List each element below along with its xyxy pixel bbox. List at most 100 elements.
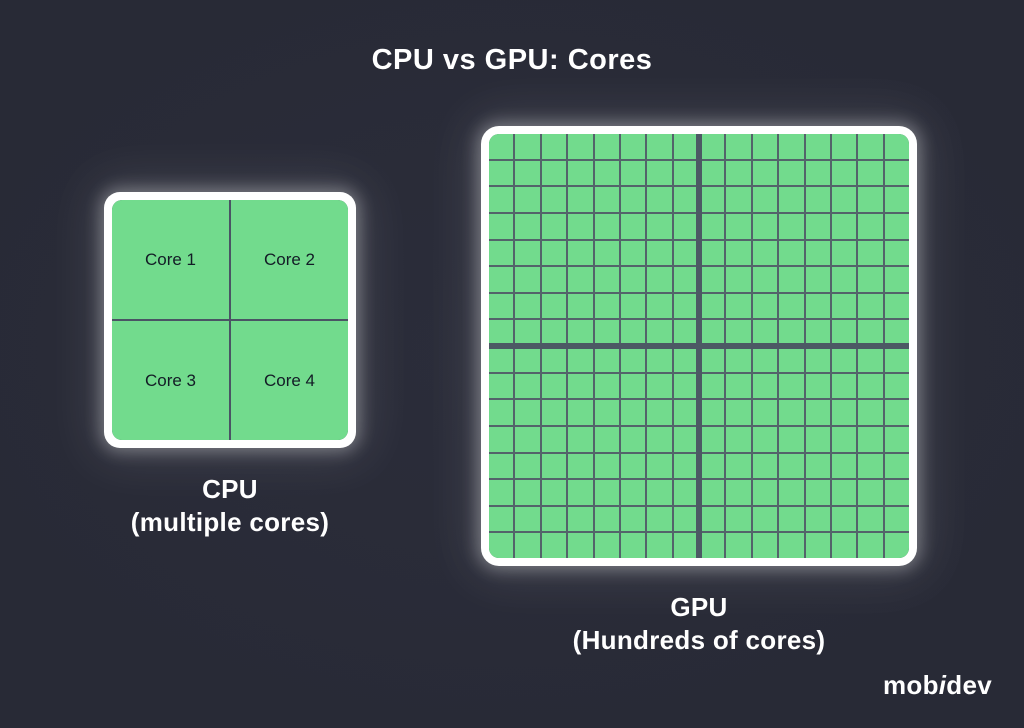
- gpu-core-cell: [568, 187, 593, 212]
- cpu-caption: CPU (multiple cores): [60, 473, 400, 539]
- gpu-core-cell: [726, 160, 751, 186]
- gpu-core-cell: [779, 426, 804, 452]
- gpu-core-cell: [489, 480, 514, 505]
- gpu-core-cell: [673, 453, 698, 479]
- gpu-core-cell: [647, 160, 672, 186]
- gpu-core-cell: [515, 373, 540, 399]
- gpu-core-cell: [568, 320, 593, 345]
- gpu-core-cell: [858, 160, 883, 186]
- gpu-core-cell: [568, 533, 593, 558]
- gpu-core-cell: [884, 347, 909, 372]
- gpu-core-cell: [489, 533, 514, 558]
- gpu-core-cell: [884, 426, 909, 452]
- gpu-core-cell: [858, 134, 883, 159]
- gpu-core-cell: [805, 533, 830, 558]
- gpu-core-cell: [541, 400, 567, 425]
- gpu-core-cell: [620, 347, 646, 372]
- gpu-core-cell: [647, 453, 672, 479]
- gpu-core-cell: [620, 320, 646, 345]
- gpu-core-cell: [858, 426, 883, 452]
- gpu-core-cell: [568, 480, 593, 505]
- gpu-core-cell: [779, 213, 804, 239]
- gpu-core-cell: [752, 240, 778, 266]
- gpu-core-cell: [700, 320, 725, 345]
- logo-prefix: mob: [882, 670, 939, 700]
- gpu-core-cell: [858, 320, 883, 345]
- gpu-core-cell: [805, 160, 830, 186]
- gpu-core-cell: [568, 160, 593, 186]
- gpu-core-cell: [831, 426, 857, 452]
- gpu-core-cell: [779, 187, 804, 212]
- gpu-core-cell: [489, 267, 514, 292]
- gpu-core-cell: [752, 373, 778, 399]
- gpu-core-cell: [831, 453, 857, 479]
- gpu-core-cell: [594, 426, 619, 452]
- gpu-core-cell: [541, 373, 567, 399]
- gpu-core-cell: [779, 506, 804, 532]
- gpu-core-cell: [489, 134, 514, 159]
- gpu-core-cell: [515, 213, 540, 239]
- gpu-core-cell: [779, 267, 804, 292]
- gpu-core-cell: [752, 533, 778, 558]
- gpu-core-cell: [515, 506, 540, 532]
- gpu-core-cell: [541, 506, 567, 532]
- gpu-core-cell: [620, 213, 646, 239]
- gpu-core-cell: [779, 400, 804, 425]
- gpu-core-cell: [805, 240, 830, 266]
- gpu-core-cell: [568, 134, 593, 159]
- gpu-core-cell: [726, 426, 751, 452]
- mobidev-logo: mobidev: [883, 670, 992, 701]
- gpu-core-cell: [726, 400, 751, 425]
- gpu-core-cell: [568, 400, 593, 425]
- gpu-core-cell: [594, 187, 619, 212]
- gpu-core-cell: [620, 533, 646, 558]
- gpu-core-cell: [541, 267, 567, 292]
- gpu-core-cell: [673, 400, 698, 425]
- gpu-core-cell: [647, 267, 672, 292]
- gpu-core-cell: [831, 400, 857, 425]
- gpu-core-cell: [620, 506, 646, 532]
- gpu-core-cell: [515, 240, 540, 266]
- gpu-core-cell: [594, 506, 619, 532]
- logo-suffix: dev: [946, 670, 992, 700]
- gpu-core-cell: [752, 160, 778, 186]
- gpu-core-cell: [489, 213, 514, 239]
- gpu-core-cell: [489, 453, 514, 479]
- gpu-core-cell: [779, 373, 804, 399]
- gpu-core-cell: [884, 213, 909, 239]
- gpu-core-cell: [489, 400, 514, 425]
- gpu-core-cell: [568, 453, 593, 479]
- gpu-core-cell: [673, 533, 698, 558]
- gpu-core-cell: [700, 347, 725, 372]
- gpu-core-cell: [726, 480, 751, 505]
- gpu-core-cell: [489, 320, 514, 345]
- gpu-core-cell: [805, 480, 830, 505]
- cpu-core-cell: Core 2: [231, 200, 348, 319]
- cpu-caption-label: CPU: [202, 474, 258, 504]
- gpu-core-cell: [700, 373, 725, 399]
- gpu-core-cell: [726, 187, 751, 212]
- gpu-core-cell: [779, 320, 804, 345]
- gpu-core-cell: [805, 213, 830, 239]
- gpu-chip: [481, 126, 917, 566]
- gpu-core-cell: [831, 293, 857, 319]
- gpu-core-cell: [831, 267, 857, 292]
- gpu-core-cell: [858, 213, 883, 239]
- gpu-core-cell: [858, 347, 883, 372]
- gpu-core-cell: [673, 373, 698, 399]
- gpu-core-cell: [726, 293, 751, 319]
- gpu-core-cell: [620, 134, 646, 159]
- gpu-core-cell: [726, 240, 751, 266]
- gpu-core-cell: [805, 293, 830, 319]
- gpu-core-cell: [884, 160, 909, 186]
- gpu-core-cell: [673, 240, 698, 266]
- gpu-core-cell: [515, 187, 540, 212]
- gpu-core-cell: [594, 347, 619, 372]
- gpu-core-cell: [541, 453, 567, 479]
- gpu-core-cell: [805, 400, 830, 425]
- gpu-core-cell: [752, 213, 778, 239]
- gpu-core-cell: [831, 213, 857, 239]
- gpu-core-cell: [805, 267, 830, 292]
- gpu-core-cell: [700, 240, 725, 266]
